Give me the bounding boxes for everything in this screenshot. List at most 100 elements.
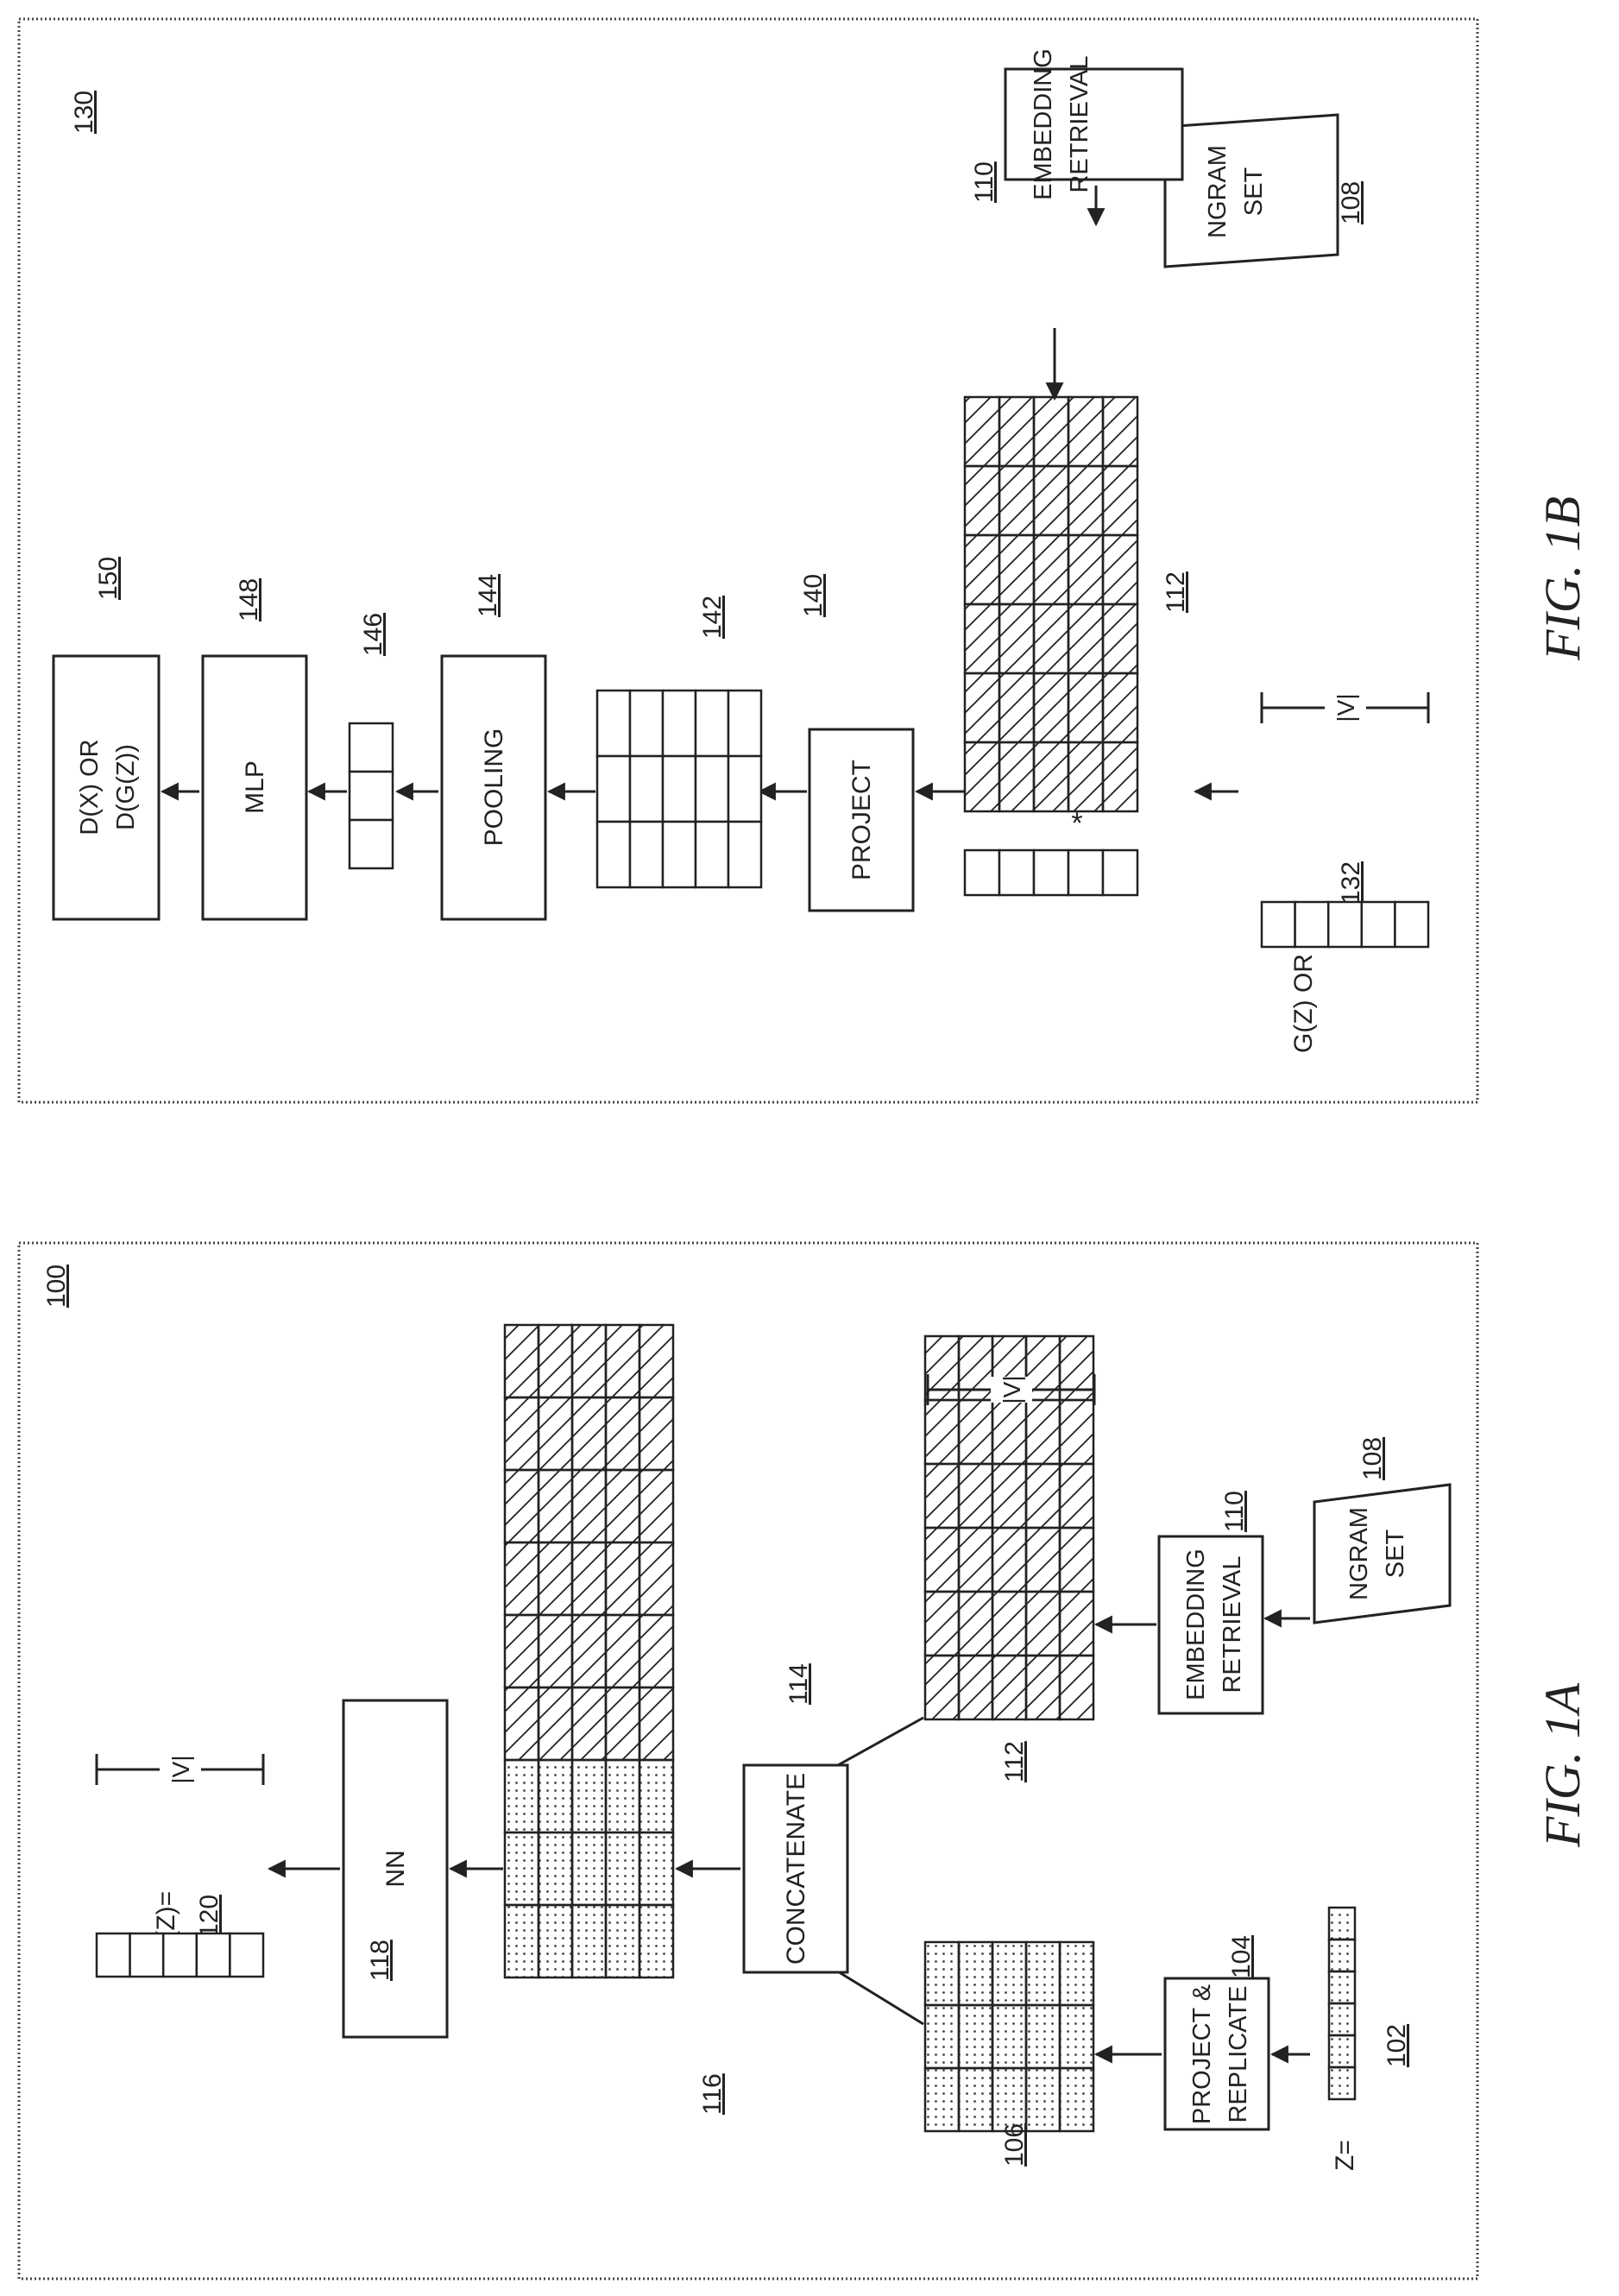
embedding-matrix-1b-cell — [1034, 466, 1068, 535]
projected-grid-1b-cell — [663, 691, 696, 756]
embedding-matrix-cell — [1026, 1400, 1060, 1464]
embedding-matrix-1b-cell — [1068, 673, 1103, 742]
projected-matrix-cell — [959, 1942, 992, 2005]
input-vector-1b-cell — [1068, 850, 1103, 895]
embedding-matrix-1b-cell — [1103, 535, 1137, 604]
embedding-matrix-cell — [1060, 1464, 1093, 1528]
fig1b-ref-130: 130 — [70, 91, 98, 134]
z-vector-cell — [1329, 2067, 1355, 2099]
embedding-matrix-1b-cell — [999, 535, 1034, 604]
projected-matrix-cell — [1060, 1942, 1093, 2005]
embedding-retrieval-line2: RETRIEVAL — [1219, 1555, 1246, 1693]
gz-v-label: |V| — [167, 1755, 194, 1783]
embedding-matrix-1b-cell — [1034, 535, 1068, 604]
projected-matrix-cell — [992, 2068, 1026, 2131]
project-ref-104: 104 — [1227, 1935, 1256, 1978]
project-replicate-line1: PROJECT & — [1188, 1984, 1216, 2124]
embedding-matrix-cell — [925, 1400, 959, 1464]
projected-matrix-cell — [925, 2005, 959, 2068]
gz-vector-cell — [97, 1933, 130, 1977]
matrix-ref-112-1b: 112 — [1162, 571, 1190, 613]
combined-matrix-cell — [606, 1832, 639, 1905]
combined-matrix-cell — [639, 1470, 673, 1542]
combined-matrix-cell — [572, 1470, 606, 1542]
combined-matrix-cell — [539, 1615, 572, 1687]
combined-matrix-cell — [572, 1905, 606, 1977]
combined-matrix-cell — [505, 1832, 539, 1905]
pooled-vector-cell — [350, 723, 393, 772]
project-replicate-line2: REPLICATE — [1225, 1985, 1252, 2123]
combined-matrix — [505, 1325, 673, 1977]
combined-matrix-cell — [539, 1325, 572, 1397]
embedding-matrix-1b-cell — [1034, 397, 1068, 466]
bottom-input-vector-1b-cell — [1362, 902, 1395, 947]
embedding-matrix-cell — [959, 1400, 992, 1464]
combined-matrix-cell — [505, 1542, 539, 1615]
matrix-ref-106: 106 — [1000, 2123, 1029, 2167]
embedding-retrieval-1b-line2: RETRIEVAL — [1066, 55, 1093, 192]
vector-ref-146: 146 — [359, 613, 387, 656]
projected-grid-1b-cell — [597, 822, 630, 887]
matrix-ref-112: 112 — [1000, 1741, 1029, 1782]
v-label-1b: |V| — [1332, 693, 1359, 722]
projected-matrix-cell — [992, 2005, 1026, 2068]
gz-vector-cell — [230, 1933, 263, 1977]
combined-matrix-cell — [539, 1687, 572, 1760]
embedding-matrix-1b — [965, 397, 1137, 811]
bottom-input-vector-1b-cell — [1395, 902, 1428, 947]
projected-grid-1b-cell — [630, 691, 663, 756]
projected-matrix-cell — [992, 1942, 1026, 2005]
concatenate-label: CONCATENATE — [782, 1773, 810, 1965]
embedding-matrix-cell — [959, 1656, 992, 1719]
gz-output-vector — [97, 1933, 263, 1977]
output-1b-line2: D(G(Z)) — [112, 744, 140, 830]
input-vector-1b-cell — [1103, 850, 1137, 895]
embedding-matrix-1b-cell — [999, 466, 1034, 535]
embedding-matrix-1b-cell — [1103, 604, 1137, 673]
project-label-1b: PROJECT — [847, 760, 876, 880]
embedding-matrix-1b-cell — [999, 397, 1034, 466]
projected-grid-1b-cell — [728, 822, 761, 887]
pooled-vector-cell — [350, 820, 393, 868]
combined-matrix-cell — [606, 1325, 639, 1397]
combined-matrix-cell — [639, 1687, 673, 1760]
ngram-set-line2: SET — [1382, 1530, 1409, 1579]
fig1a-ref-100: 100 — [42, 1265, 71, 1308]
projected-grid-1b-cell — [597, 756, 630, 822]
embedding-matrix-cell — [1060, 1528, 1093, 1592]
projected-matrix-cell — [1026, 1942, 1060, 2005]
z-vector — [1329, 1908, 1355, 2099]
embedding-matrix-1b-cell — [965, 604, 999, 673]
embedding-matrix-1b-cell — [1103, 466, 1137, 535]
nn-ref-118: 118 — [366, 1940, 394, 1981]
combined-matrix-cell — [505, 1687, 539, 1760]
embedding-matrix-1b-cell — [1103, 397, 1137, 466]
combined-matrix-cell — [606, 1615, 639, 1687]
input-vector-1b — [965, 850, 1137, 895]
fig1b-caption: FIG. 1B — [1534, 496, 1591, 661]
embedding-matrix-cell — [925, 1656, 959, 1719]
gz-vector-cell — [130, 1933, 164, 1977]
embedding-matrix-cell — [925, 1464, 959, 1528]
multiply-star: * — [1071, 807, 1082, 840]
combined-matrix-cell — [639, 1615, 673, 1687]
embed-ref-110: 110 — [1220, 1491, 1249, 1532]
ngram-set-1b-line1: NGRAM — [1204, 145, 1232, 238]
combined-matrix-cell — [572, 1542, 606, 1615]
grid-ref-142: 142 — [698, 596, 727, 639]
combined-matrix-cell — [606, 1542, 639, 1615]
embedding-matrix-1b-cell — [1034, 673, 1068, 742]
combined-matrix-cell — [606, 1687, 639, 1760]
embedding-matrix-cell — [992, 1656, 1026, 1719]
embedding-matrix-1b-cell — [1068, 397, 1103, 466]
embedding-matrix-cell — [925, 1528, 959, 1592]
combined-matrix-cell — [572, 1832, 606, 1905]
embedding-matrix-cell — [959, 1528, 992, 1592]
projected-grid-1b-cell — [696, 691, 728, 756]
mlp-label: MLP — [241, 760, 269, 814]
combined-matrix-cell — [505, 1470, 539, 1542]
embedding-matrix-1b-cell — [965, 466, 999, 535]
pooling-label: POOLING — [480, 729, 508, 847]
embedding-matrix-cell — [1026, 1528, 1060, 1592]
z-vector-cell — [1329, 2003, 1355, 2035]
